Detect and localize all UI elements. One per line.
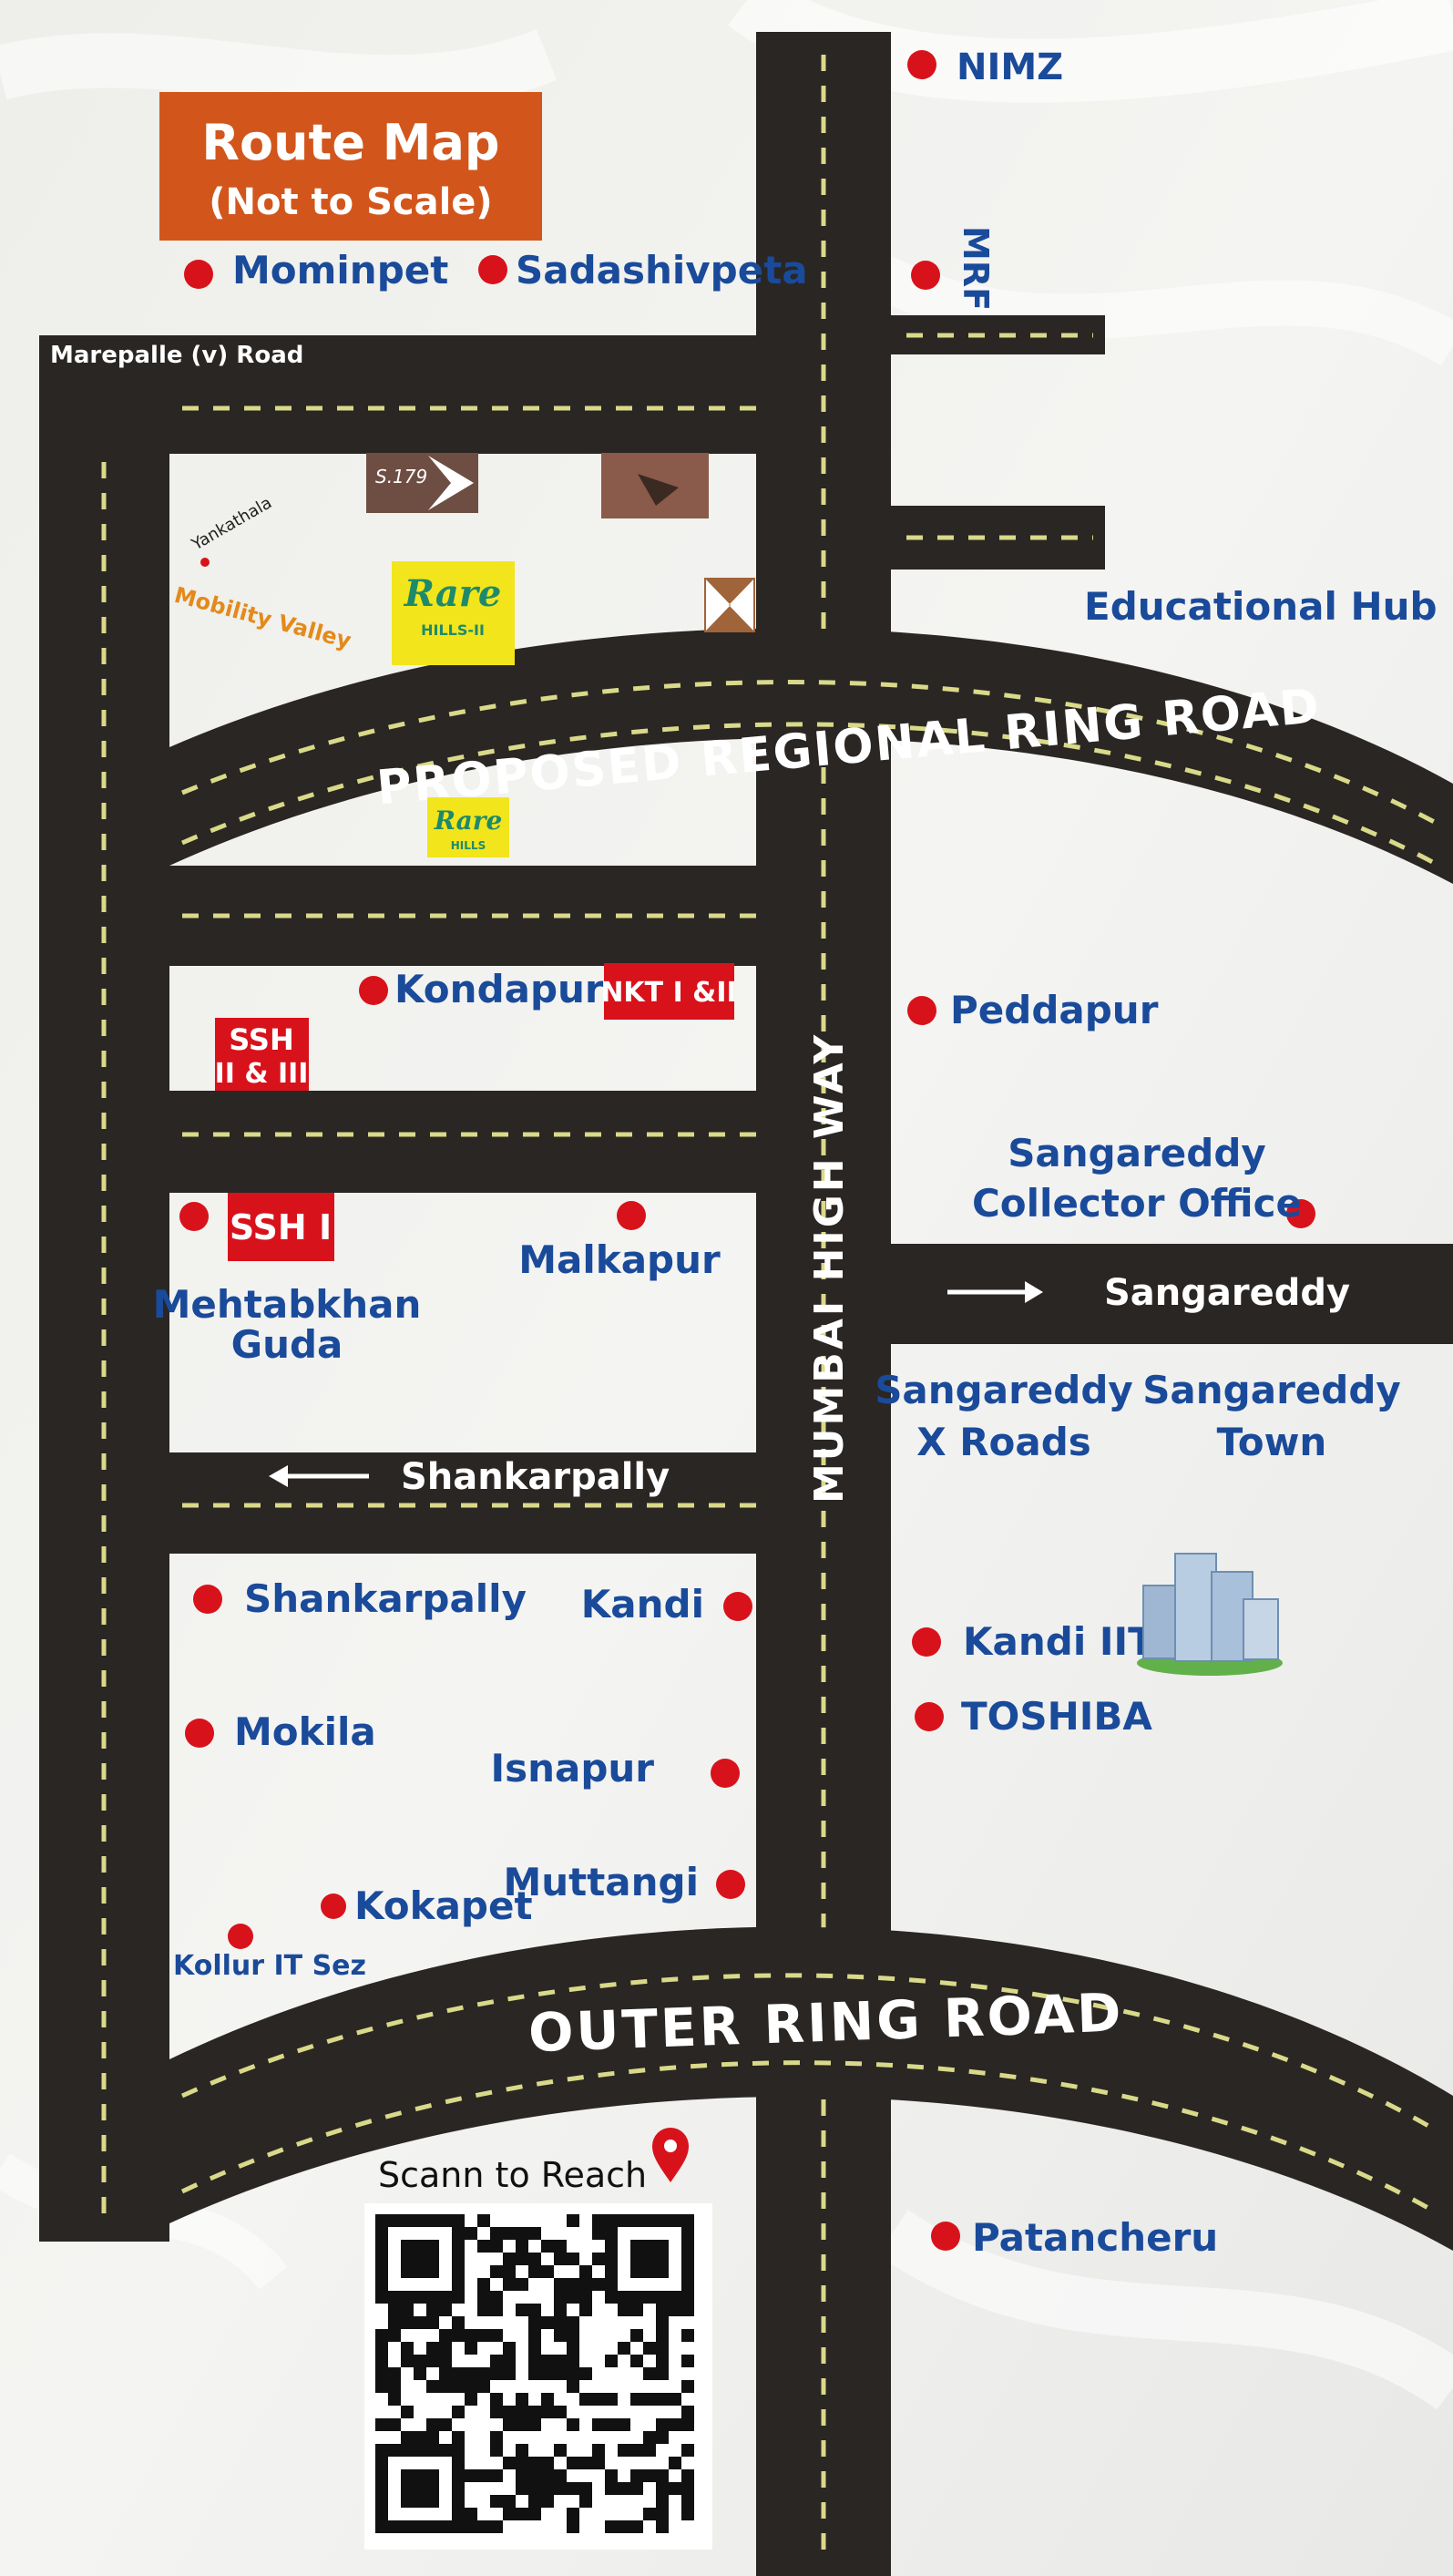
mominpet-label: Mominpet — [232, 248, 448, 292]
shankarpally-label: Shankarpally — [244, 1576, 527, 1621]
kandi-iit-dot — [912, 1627, 941, 1657]
rare-hills-2-title: Rare — [404, 572, 502, 615]
peddapur-dot — [907, 996, 936, 1025]
yankathala-dot — [200, 558, 210, 567]
sadashivpeta-label: Sadashivpeta — [516, 248, 808, 292]
collector-dot — [1286, 1199, 1315, 1228]
sangareddy-road-label: Sangareddy — [1104, 1272, 1350, 1314]
mehtabkhan-label-1: Mehtabkhan — [153, 1282, 422, 1327]
rare-hills-badge: Rare HILLS — [427, 797, 509, 857]
ssh1-badge: SSH I — [228, 1193, 334, 1261]
kokapet-label: Kokapet — [354, 1883, 533, 1928]
s179-label: S.179 — [375, 466, 427, 487]
isnapur-label: Isnapur — [490, 1746, 654, 1791]
nimz-dot — [907, 50, 936, 79]
map-subtitle: (Not to Scale) — [209, 181, 492, 223]
kandi-label: Kandi — [581, 1582, 704, 1627]
highway-label: MUMBAI HIGH WAY — [806, 1032, 853, 1504]
shankarpally-road-label: Shankarpally — [401, 1456, 670, 1498]
malkapur-dot — [617, 1201, 646, 1230]
regional-ring-road — [169, 628, 1453, 884]
place-labels: NIMZ MRF Mominpet Sadashivpeta Education… — [153, 46, 1438, 2260]
mehtabkhan-label-2: Guda — [231, 1322, 343, 1367]
marepalle-road-label: Marepalle (v) Road — [50, 342, 303, 369]
location-pin-icon — [652, 2128, 689, 2182]
nkt-badge: NKT I &II — [600, 963, 737, 1020]
rare-hills-2-sub: HILLS-II — [421, 621, 485, 639]
mokila-label: Mokila — [234, 1709, 376, 1754]
shankarpally-arrow-icon — [269, 1465, 369, 1487]
title-box — [159, 92, 542, 241]
rare-hills-sub: HILLS — [451, 839, 486, 852]
kollur-dot — [228, 1924, 253, 1949]
site-photo-thumbnail — [601, 453, 709, 518]
mrf-label: MRF — [956, 226, 996, 311]
nimz-label: NIMZ — [957, 46, 1063, 88]
outer-ring-road — [169, 1926, 1453, 2251]
ssh23-label-2: II & III — [215, 1058, 309, 1090]
project-markers: S.179 Rare HILLS-II Rare HILLS NKT I &II… — [215, 453, 755, 1261]
patancheru-label: Patancheru — [972, 2215, 1218, 2260]
qr-section: Scann to Reach — [364, 2128, 712, 2550]
town-label-1: Sangareddy — [1142, 1368, 1401, 1412]
toshiba-dot — [915, 1702, 944, 1731]
kollur-label: Kollur IT Sez — [173, 1950, 366, 1982]
rare-hills-title: Rare — [434, 806, 503, 836]
malkapur-label: Malkapur — [518, 1237, 721, 1282]
peddapur-label: Peddapur — [950, 988, 1159, 1032]
collector-label-2: Collector Office — [972, 1181, 1302, 1226]
mehtabkhan-dot — [179, 1202, 209, 1231]
sangareddy-arrow-icon — [947, 1281, 1043, 1303]
mrf-dot — [911, 261, 940, 290]
muttangi-dot — [716, 1870, 745, 1899]
toshiba-label: TOSHIBA — [961, 1694, 1152, 1739]
road-network — [39, 32, 1453, 2576]
patancheru-dot — [931, 2222, 960, 2251]
place-markers — [179, 50, 1315, 2251]
kokapet-dot — [321, 1894, 346, 1919]
town-label-2: Town — [1217, 1420, 1327, 1464]
kandi-dot — [723, 1592, 752, 1621]
rare-hills-2-badge: Rare HILLS-II — [392, 561, 515, 665]
mokila-dot — [185, 1719, 214, 1748]
map-title: Route Map — [201, 114, 499, 171]
crossed-logo-thumbnail — [704, 578, 755, 632]
isnapur-dot — [711, 1759, 740, 1788]
educational-hub-label: Educational Hub — [1084, 584, 1438, 629]
ssh1-label: SSH I — [230, 1207, 332, 1247]
ssh23-badge: SSH II & III — [215, 1018, 309, 1091]
kondapur-dot — [359, 976, 388, 1005]
collector-label-1: Sangareddy — [1008, 1131, 1266, 1175]
xroads-label-2: X Roads — [916, 1420, 1091, 1464]
ssh23-label-1: SSH — [229, 1022, 293, 1057]
nkt-label: NKT I &II — [600, 977, 736, 1009]
buildings-icon — [1137, 1553, 1283, 1676]
qr-caption: Scann to Reach — [378, 2155, 647, 2195]
sadashivpeta-dot — [478, 255, 507, 284]
qr-code — [375, 2214, 694, 2533]
mominpet-dot — [184, 260, 213, 289]
kandi-iit-label: Kandi IIT — [963, 1619, 1154, 1664]
xroads-label-1: Sangareddy — [875, 1368, 1133, 1412]
shankarpally-dot — [193, 1585, 222, 1614]
kondapur-label: Kondapur — [394, 967, 604, 1011]
muttangi-label: Muttangi — [503, 1860, 699, 1904]
s179-thumbnail: S.179 — [366, 453, 478, 513]
